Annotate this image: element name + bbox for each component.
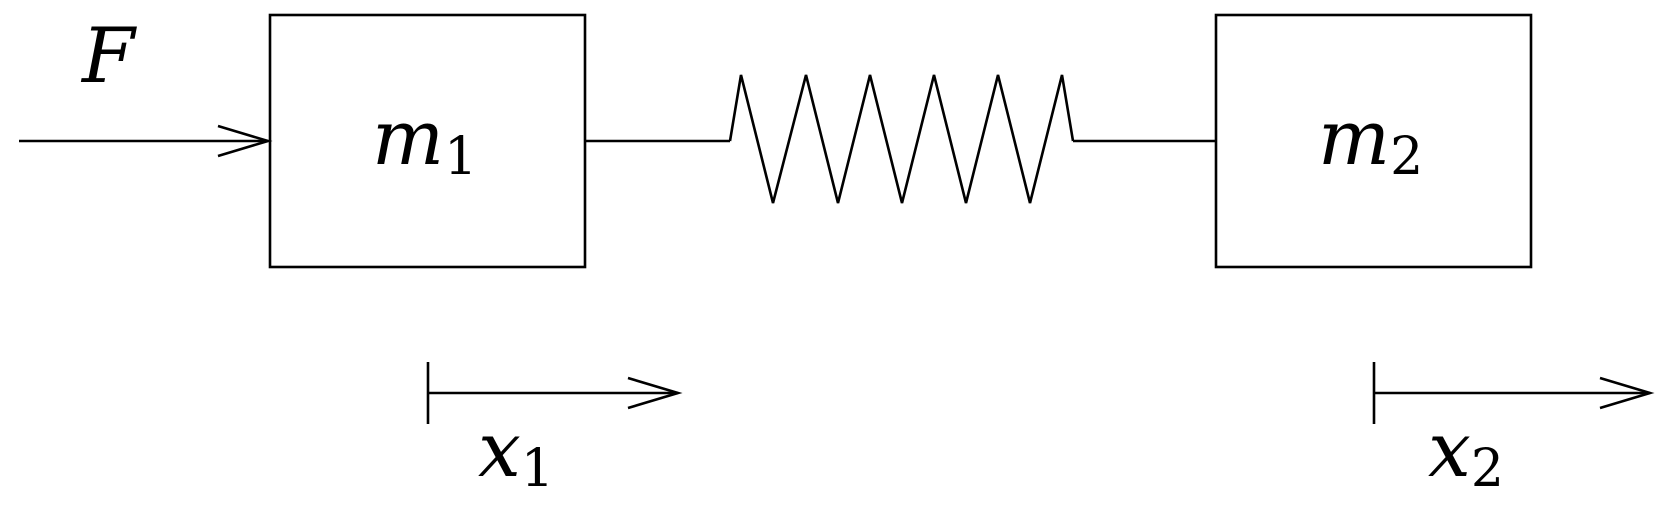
displacement-arrow-x1	[426, 362, 683, 424]
mass2-subscript: 2	[1390, 127, 1423, 187]
mass1-label: m1	[372, 93, 477, 187]
x2-subscript: 2	[1471, 439, 1504, 499]
displacement-label-x1: x1	[478, 405, 554, 499]
mass1-symbol: m	[372, 93, 444, 182]
x1-subscript: 1	[521, 439, 554, 499]
mass2-label: m2	[1318, 93, 1423, 187]
x2-symbol: x	[1428, 405, 1471, 494]
displacement-arrow-x2	[1372, 362, 1655, 424]
mass2-block	[1214, 13, 1533, 269]
spring	[585, 74, 1216, 204]
force-label: F	[80, 11, 137, 100]
x1-symbol: x	[478, 405, 521, 494]
mass1-subscript: 1	[444, 127, 477, 187]
mass2-symbol: m	[1318, 93, 1390, 182]
force-arrow	[19, 124, 273, 158]
displacement-label-x2: x2	[1428, 405, 1504, 499]
